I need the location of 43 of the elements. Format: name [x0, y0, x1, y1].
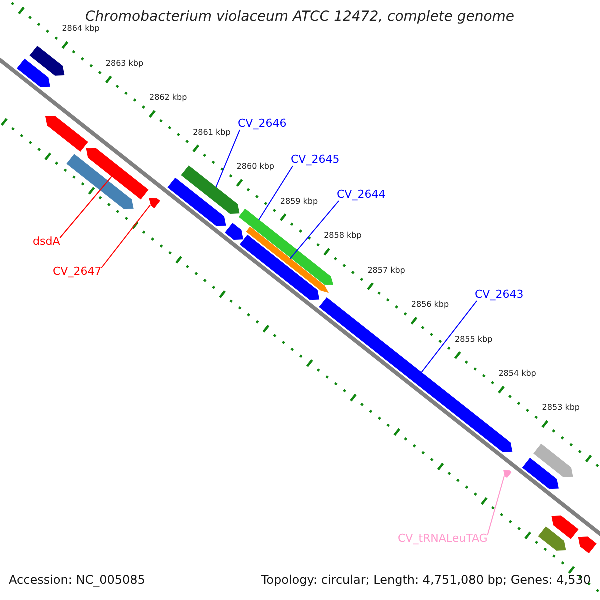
scale-label: 2857 kbp	[368, 266, 406, 276]
scale-label: 2856 kbp	[411, 301, 450, 310]
gene-feature	[225, 223, 244, 240]
gene-feature	[504, 470, 512, 478]
scale-label: 2855 kbp	[455, 336, 493, 344]
gene-label: CV_2644	[337, 189, 386, 202]
scale-label: 2862 kbp	[150, 94, 188, 103]
gene-feature	[538, 526, 566, 551]
gene-feature	[534, 444, 574, 478]
scale-label: 2854 kbp	[498, 370, 536, 379]
gene-feature	[86, 148, 149, 200]
gene-feature	[149, 198, 160, 208]
leader-line	[290, 200, 340, 260]
gene-label: dsdA	[33, 236, 60, 248]
gene-feature	[168, 178, 226, 226]
gene-feature	[552, 516, 579, 540]
scale-label: 2859 kbp	[280, 198, 318, 206]
gene-label: CV_2643	[475, 289, 524, 302]
gene-feature	[578, 536, 597, 554]
scale-label: 2853 kbp	[542, 404, 580, 414]
leader-line	[421, 300, 478, 374]
genome-info-text: Topology: circular; Length: 4,751,080 bp; Genes: 4,530	[261, 574, 591, 588]
gene-label: CV_2645	[291, 154, 340, 166]
gene-feature	[240, 235, 320, 300]
gene-feature	[30, 46, 65, 76]
scale-label: 2863 kbp	[106, 60, 144, 68]
gene-label: CV_2646	[238, 118, 287, 130]
accession-text: Accession: NC_005085	[9, 574, 146, 588]
leader-line	[216, 130, 240, 188]
leader-line	[101, 204, 152, 268]
gene-feature	[522, 458, 559, 490]
scale-label: 2861 kbp	[193, 128, 231, 138]
gene-feature	[66, 154, 134, 210]
scale-label: 2858 kbp	[324, 232, 362, 241]
leader-line	[60, 176, 112, 238]
leader-line	[258, 166, 294, 220]
scale-label: 2860 kbp	[236, 163, 274, 172]
gene-feature	[17, 58, 50, 88]
gene-label: CV_2647	[53, 266, 102, 278]
title: Chromobacterium violaceum ATCC 12472, complete genome	[84, 10, 516, 25]
scale-label: 2864 kbp	[62, 25, 100, 34]
gene-feature	[46, 116, 88, 152]
gene-label: CV_tRNALeuTAG	[398, 533, 488, 546]
